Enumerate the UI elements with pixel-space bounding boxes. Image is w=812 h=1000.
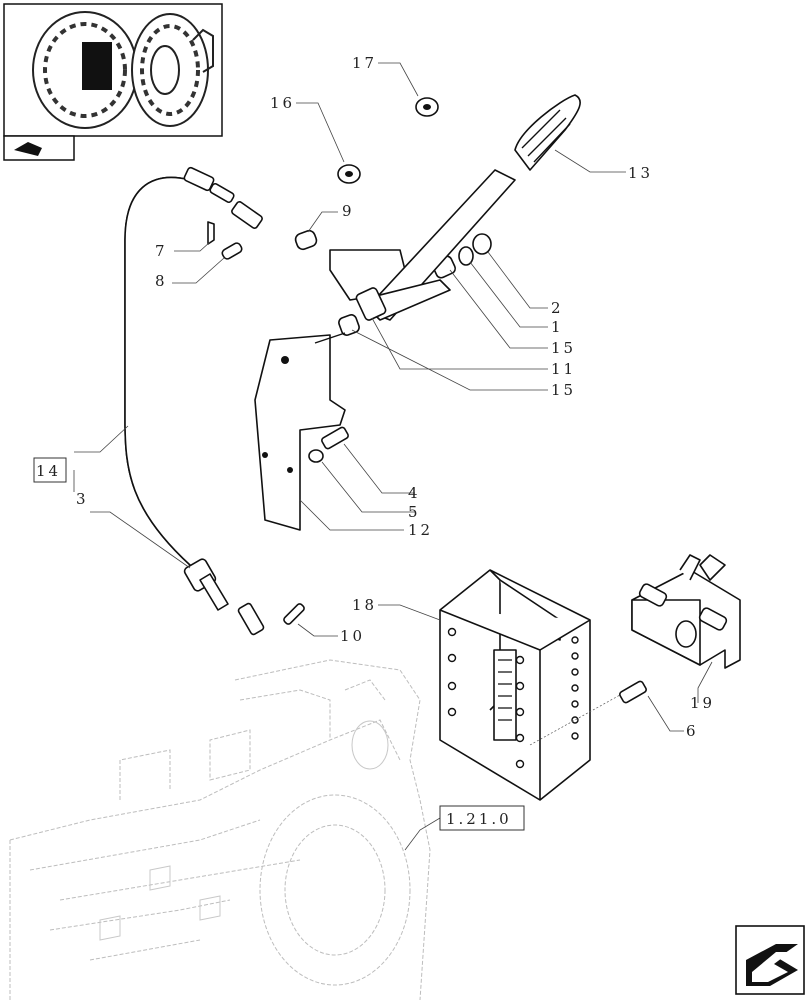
callout-1[interactable]: 1 bbox=[551, 318, 564, 336]
parts-small bbox=[207, 97, 647, 704]
callout-4[interactable]: 4 bbox=[408, 484, 421, 502]
control-cable bbox=[124, 166, 265, 636]
callout-7[interactable]: 7 bbox=[155, 242, 168, 260]
hitch-block bbox=[631, 554, 741, 669]
thumbnail-panel[interactable] bbox=[3, 3, 223, 161]
callout-13[interactable]: 13 bbox=[628, 164, 653, 182]
callout-19[interactable]: 19 bbox=[690, 694, 715, 712]
next-page-arrow-icon[interactable] bbox=[735, 925, 805, 995]
callout-14-box bbox=[33, 457, 67, 483]
callout-14[interactable]: 14 bbox=[36, 462, 61, 480]
callout-8[interactable]: 8 bbox=[155, 272, 168, 290]
callout-9[interactable]: 9 bbox=[342, 202, 355, 220]
reference-link-text[interactable]: 1.21.0 bbox=[446, 810, 512, 828]
callout-3[interactable]: 3 bbox=[76, 490, 89, 508]
callout-15-upper[interactable]: 15 bbox=[551, 339, 576, 357]
callout-15-lower[interactable]: 15 bbox=[551, 381, 576, 399]
callout-10[interactable]: 10 bbox=[340, 627, 365, 645]
callout-12[interactable]: 12 bbox=[408, 521, 433, 539]
lever-assembly bbox=[254, 94, 581, 531]
callout-labels: 17 16 13 9 7 8 2 1 15 11 15 14 3 4 5 12 … bbox=[33, 54, 715, 740]
callout-18[interactable]: 18 bbox=[352, 596, 377, 614]
reference-link[interactable]: 1.21.0 bbox=[439, 805, 525, 831]
leader-lines bbox=[73, 62, 713, 851]
callout-16[interactable]: 16 bbox=[270, 94, 295, 112]
callout-2[interactable]: 2 bbox=[551, 299, 564, 317]
callout-5[interactable]: 5 bbox=[408, 503, 421, 521]
callout-6[interactable]: 6 bbox=[686, 722, 699, 740]
transmission-housing-ghost bbox=[9, 659, 431, 1000]
hitch-frame bbox=[439, 569, 621, 801]
callout-11[interactable]: 11 bbox=[551, 360, 576, 378]
callout-17[interactable]: 17 bbox=[352, 54, 377, 72]
